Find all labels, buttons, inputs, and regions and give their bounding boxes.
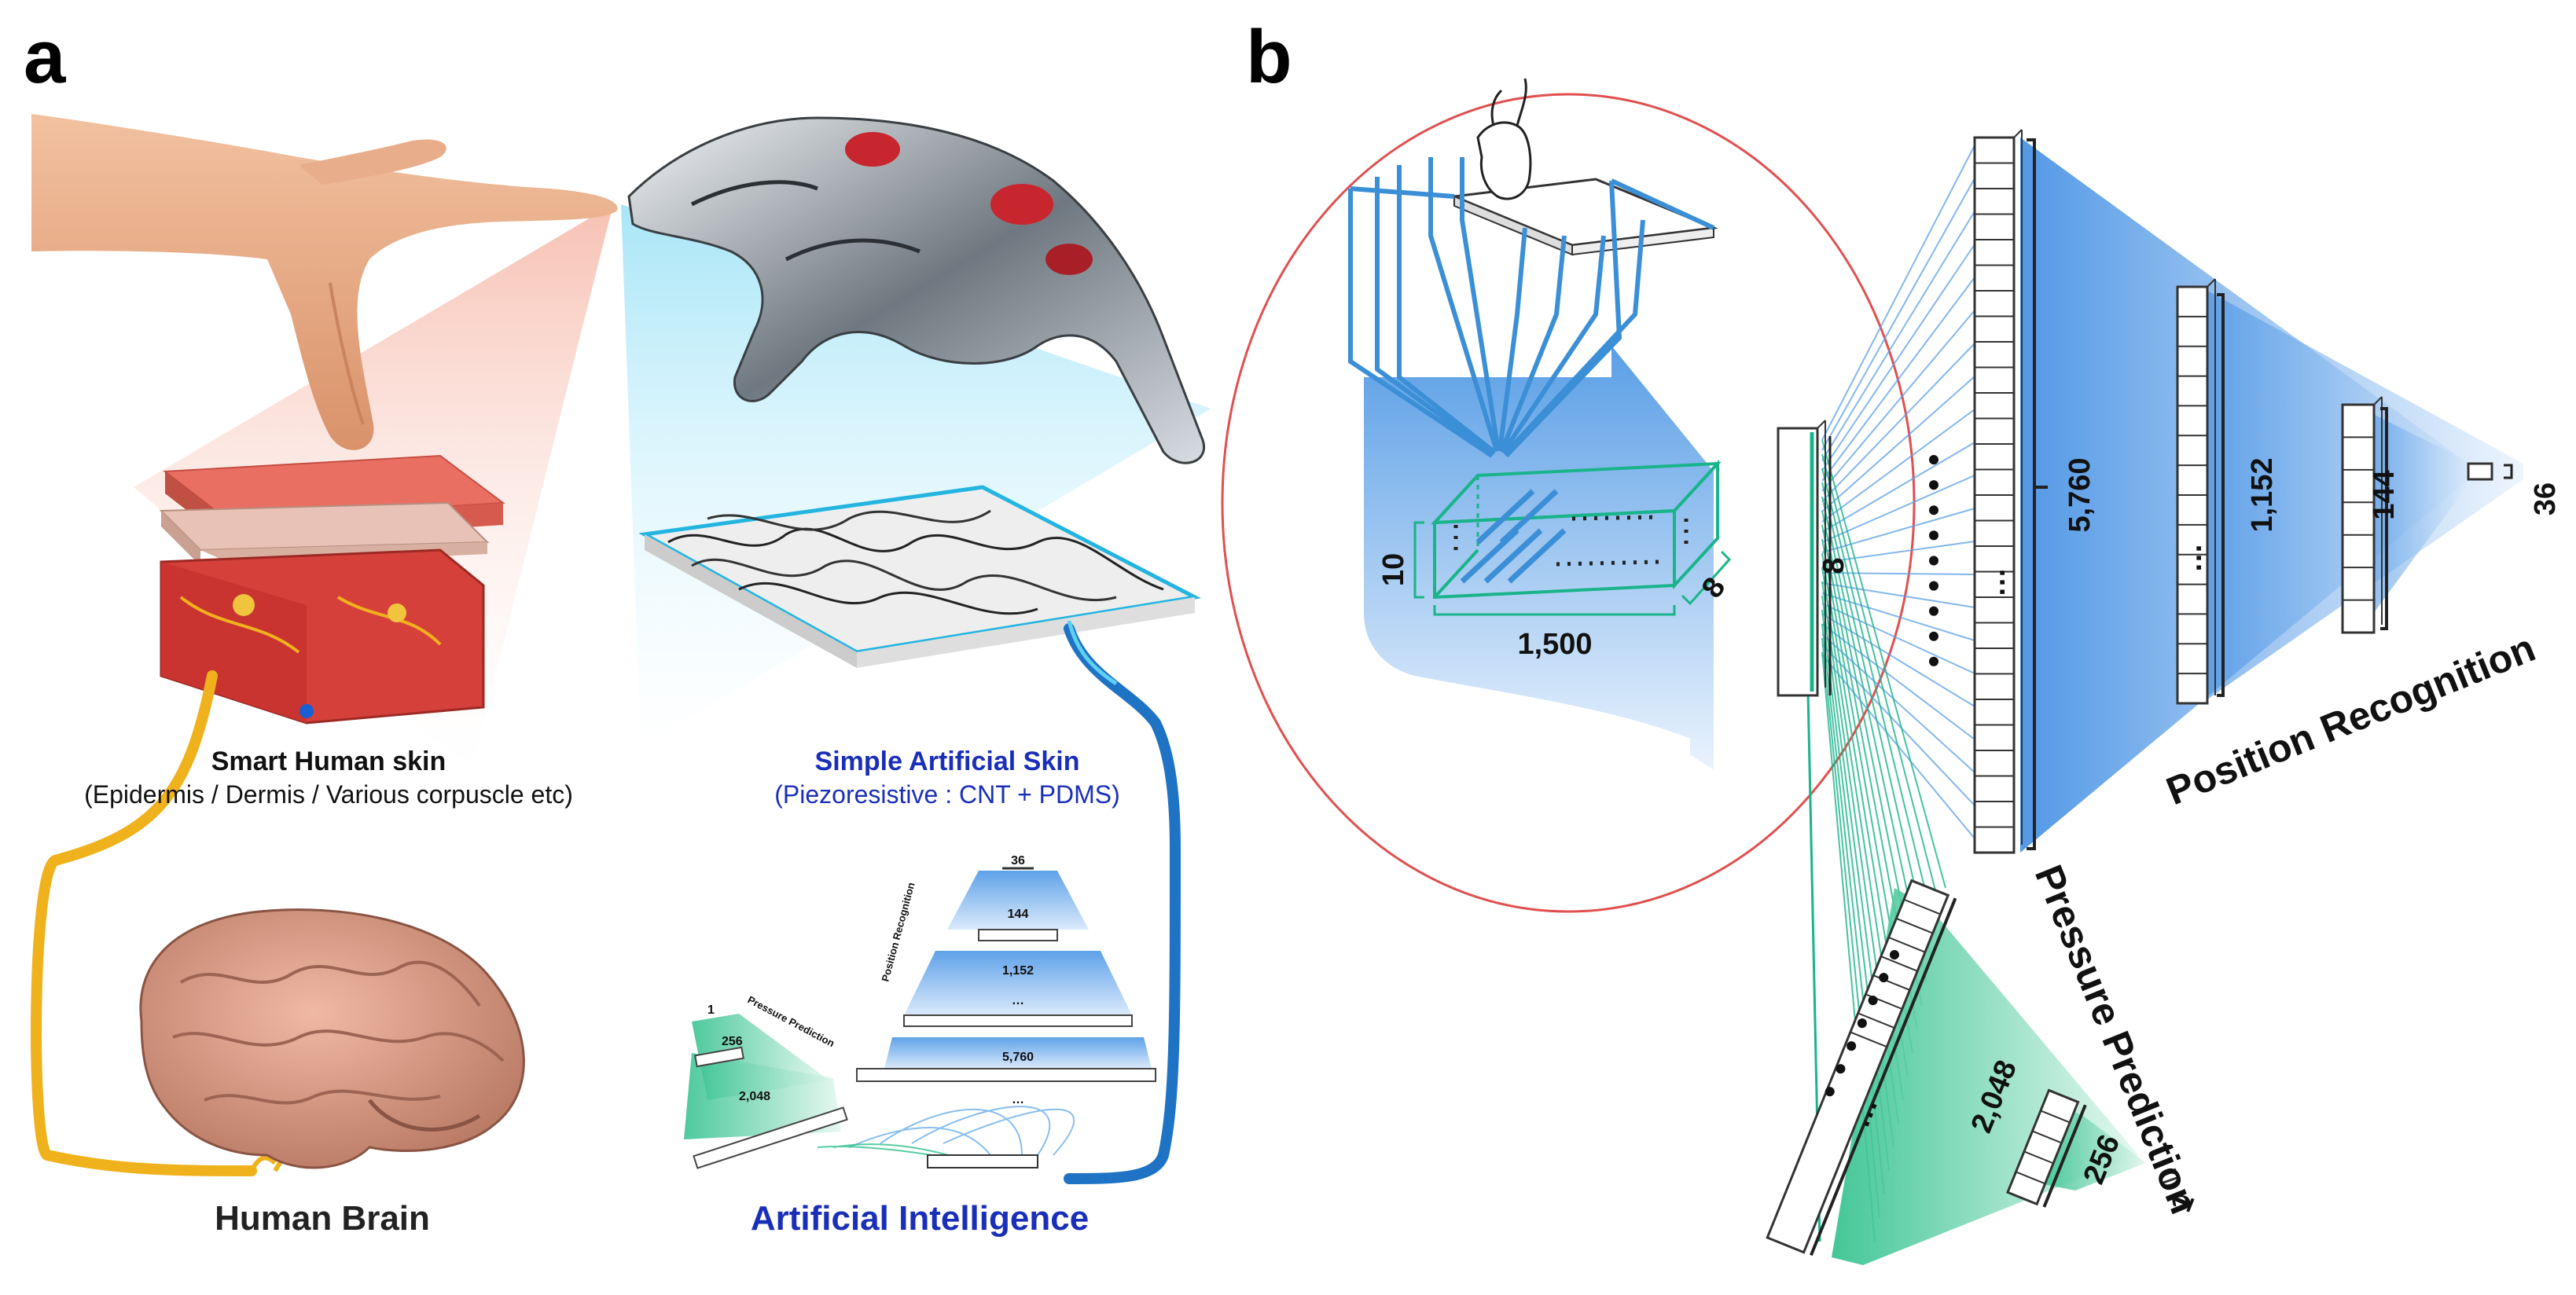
- sensor-pad: [1348, 78, 1718, 458]
- pressure-neurons-dots: [1823, 950, 1899, 1101]
- position-connection: [1821, 475, 1975, 543]
- pressure-layer-2048-cell: [1850, 1031, 1887, 1048]
- panel-label-a: a: [24, 15, 66, 99]
- mini-layer-36: 36: [1011, 854, 1025, 868]
- signal-wire-split: [1067, 620, 1118, 686]
- artificial-skin-title: Simple Artificial Skin: [815, 747, 1080, 776]
- hidden-layer-1152-edge: [2207, 278, 2216, 288]
- position-ellipsis-5760: …: [1979, 567, 2012, 597]
- pressure-layer-256-cell: [2040, 1110, 2071, 1124]
- pressure-layer-256-cell: [2016, 1171, 2045, 1185]
- position-connection: [1821, 145, 1975, 441]
- position-connection: [1821, 244, 1975, 471]
- pressure-connection: [1821, 482, 1932, 959]
- sensor-zoom-ellipse: [1221, 93, 1916, 913]
- position-connection: [1821, 442, 1975, 533]
- position-ellipsis-1152: …: [2175, 543, 2208, 573]
- pressure-layer-2048-cell: [1858, 1012, 1895, 1029]
- network-layers: [1766, 129, 2513, 1256]
- robot-hand-illustration: [627, 116, 1206, 464]
- position-connection: [1821, 613, 1975, 707]
- position-connection: [1821, 644, 1975, 806]
- pressure-connection: [1821, 453, 1942, 912]
- mini-layer-1152: 1,152: [1002, 964, 1034, 978]
- position-layer-5760-label: 5,760: [2063, 457, 2096, 532]
- position-connection: [1821, 633, 1975, 773]
- position-connection: [1821, 178, 1975, 451]
- output-layer-36: [2467, 462, 2493, 481]
- mini-position-title: Position Recognition: [879, 881, 917, 983]
- input-tensor-box: [1413, 459, 1732, 616]
- input-layer-column-edge: [1817, 420, 1826, 429]
- position-connection: [1821, 310, 1975, 492]
- mini-pressure-256: 256: [722, 1035, 743, 1048]
- ai-label: Artificial Intelligence: [751, 1199, 1089, 1238]
- pressure-layer-256: [2006, 1088, 2087, 1208]
- pressure-layer-2048: [1766, 879, 1957, 1256]
- position-connection: [1821, 603, 1975, 674]
- position-connection: [1821, 376, 1975, 512]
- human-brain-illustration: [139, 908, 525, 1169]
- position-connection: [1821, 508, 1975, 553]
- artificial-skin-block: [638, 485, 1201, 668]
- blue-signal-wire: [1064, 623, 1181, 1184]
- hidden-layer-144-edge: [2373, 396, 2383, 405]
- position-connection: [1821, 277, 1975, 482]
- position-connection: [1821, 409, 1975, 523]
- pressure-connection: [1821, 468, 1937, 936]
- input-layer-label: 8: [1817, 557, 1850, 574]
- mini-layer-144: 144: [1008, 908, 1029, 921]
- output-layer-1: [2159, 1168, 2180, 1184]
- position-connection: [1821, 623, 1975, 740]
- bracket-256: [2042, 1104, 2087, 1208]
- human-hand-illustration: [31, 114, 618, 450]
- position-connection: [1821, 582, 1975, 608]
- pressure-layer-2048-cell: [1888, 937, 1926, 953]
- finger-icon: [1476, 121, 1532, 200]
- position-layer-1152-label: 1,152: [2246, 457, 2279, 532]
- position-layer-144-label: 144: [2368, 470, 2401, 519]
- position-connection: [1821, 343, 1975, 502]
- input-height-label: 10: [1377, 553, 1410, 586]
- hidden-layer-5760-edge: [2013, 129, 2023, 138]
- bracket-2048: [1810, 897, 1957, 1256]
- pressure-layer-256-cell: [2023, 1150, 2054, 1165]
- pressure-layer-2048-cell: [1895, 917, 1934, 934]
- pressure-layer-2048-cell: [1903, 898, 1941, 915]
- mini-pressure-1: 1: [707, 1003, 715, 1017]
- mini-ellipsis-1152: …: [1012, 994, 1024, 1007]
- position-layer-36-label: 36: [2529, 482, 2562, 515]
- human-skin-layers: [159, 454, 505, 725]
- panel-label-b: b: [1246, 15, 1292, 99]
- mini-layer-5760: 5,760: [1002, 1051, 1034, 1064]
- yellow-nerve-wire: [31, 670, 257, 1176]
- position-connection: [1821, 541, 1975, 563]
- brain-label: Human Brain: [215, 1199, 430, 1238]
- pressure-layer-2048-cell: [1880, 956, 1918, 972]
- input-width-label: 1,500: [1517, 628, 1592, 661]
- human-skin-subtitle: (Epidermis / Dermis / Various corpuscle …: [84, 780, 573, 809]
- position-connection: [1821, 211, 1975, 461]
- bracket-5760: [2027, 138, 2036, 850]
- bracket-36: [2504, 464, 2513, 479]
- human-skin-title: Smart Human skin: [211, 747, 446, 776]
- mini-neural-network: 36 144 1,152 … 5,760 … Position Recognit…: [684, 854, 1156, 1169]
- mini-pressure-2048: 2,048: [739, 1090, 770, 1103]
- mini-ellipsis-5760: …: [1012, 1093, 1024, 1106]
- bracket-144: [2380, 407, 2388, 630]
- pressure-connection: [1821, 439, 1946, 889]
- bracket-1152: [2217, 293, 2225, 697]
- hidden-layer-144: [2341, 403, 2376, 634]
- pressure-layer-2048-body: [1766, 879, 1950, 1254]
- artificial-skin-subtitle: (Piezoresistive : CNT + PDMS): [774, 780, 1120, 809]
- pressure-layer-256-cell: [2032, 1130, 2062, 1144]
- fan-144: [2362, 409, 2472, 629]
- position-connection: [1821, 592, 1975, 641]
- input-arrow: [1364, 346, 1714, 770]
